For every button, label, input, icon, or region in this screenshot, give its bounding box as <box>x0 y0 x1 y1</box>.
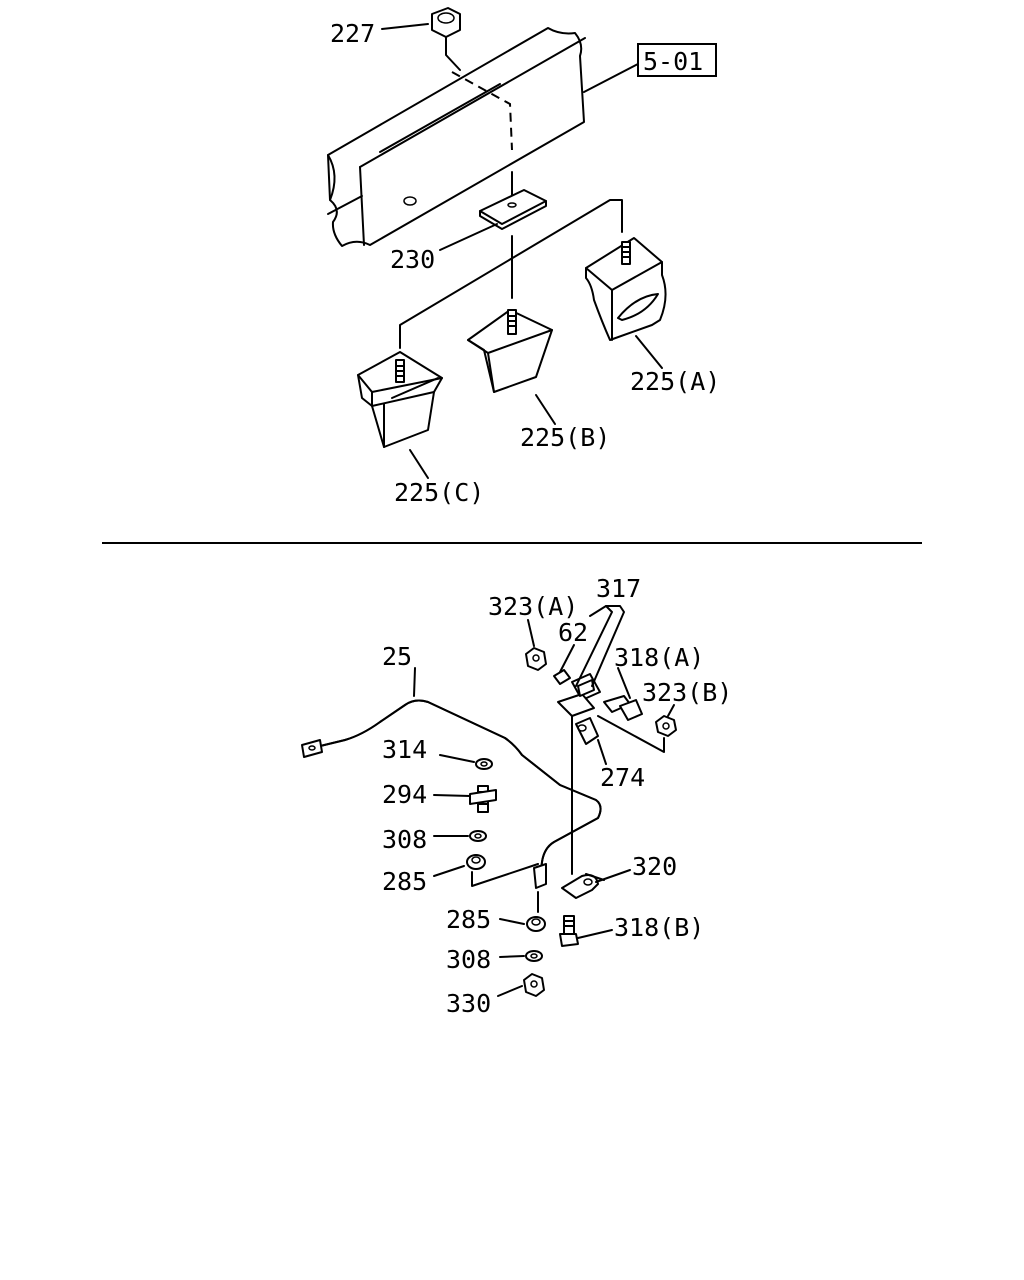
label-ref-5-01: 5-01 <box>643 47 703 76</box>
label-308b: 308 <box>446 945 491 974</box>
label-62: 62 <box>558 618 588 647</box>
label-25: 25 <box>382 642 412 671</box>
washer-314 <box>475 758 493 770</box>
label-274: 274 <box>600 763 645 792</box>
bushing-285a <box>466 854 486 870</box>
leader-318b <box>577 929 613 939</box>
label-227: 227 <box>330 19 375 48</box>
label-225a: 225(A) <box>630 367 720 396</box>
leader-318a <box>617 667 631 699</box>
label-285a: 285 <box>382 867 427 896</box>
reference-box <box>637 43 717 77</box>
bumper-225b <box>467 309 553 393</box>
leader-274 <box>597 739 607 765</box>
leader-225a <box>635 335 663 369</box>
leader-330 <box>497 985 523 997</box>
leader-285b <box>499 918 525 925</box>
label-317: 317 <box>596 574 641 603</box>
guide-line-323b <box>597 715 665 753</box>
bolt-318a <box>603 695 643 721</box>
leader-294 <box>433 794 471 797</box>
nut-330 <box>523 973 545 997</box>
leader-225c <box>409 449 429 479</box>
label-225b: 225(B) <box>520 423 610 452</box>
frame-rail <box>327 27 586 247</box>
leader-320 <box>595 869 631 883</box>
label-330: 330 <box>446 989 491 1018</box>
nut-227 <box>431 7 461 71</box>
leader-230 <box>439 223 498 251</box>
stabilizer-bar-25 <box>301 699 602 889</box>
label-318b: 318(B) <box>614 913 704 942</box>
leader-25 <box>413 667 416 697</box>
label-294: 294 <box>382 780 427 809</box>
label-320: 320 <box>632 852 677 881</box>
nut-323b <box>655 715 677 737</box>
bracket-320 <box>561 873 605 899</box>
label-285b: 285 <box>446 905 491 934</box>
leader-ref <box>583 63 639 93</box>
bushing-285b <box>526 916 546 932</box>
bumper-225a <box>585 237 667 341</box>
leader-285a <box>433 865 465 877</box>
label-314: 314 <box>382 735 427 764</box>
label-225c: 225(C) <box>394 478 484 507</box>
pin-62 <box>553 669 571 685</box>
leader-308b <box>499 955 525 958</box>
washer-308a <box>469 830 487 842</box>
leader-323b <box>667 704 675 717</box>
leader-314 <box>439 754 475 763</box>
label-318a: 318(A) <box>614 643 704 672</box>
leader-323a <box>527 619 535 647</box>
washer-308b <box>525 950 543 962</box>
guide-line-ac <box>399 199 623 349</box>
leader-317-a <box>575 605 613 687</box>
label-323b: 323(B) <box>642 678 732 707</box>
label-323a: 323(A) <box>488 592 578 621</box>
leader-225b <box>535 394 556 425</box>
bushing-274 <box>575 717 599 745</box>
label-308a: 308 <box>382 825 427 854</box>
bolt-294 <box>469 785 497 813</box>
guide-line-285 <box>471 863 539 887</box>
leader-62 <box>559 644 575 673</box>
bolt-318b <box>559 915 579 947</box>
nut-323a <box>525 647 547 671</box>
label-230: 230 <box>390 245 435 274</box>
leader-317-b <box>591 605 625 687</box>
plate-230 <box>479 171 547 230</box>
bumper-225c <box>357 351 443 448</box>
leader-227 <box>381 23 429 30</box>
